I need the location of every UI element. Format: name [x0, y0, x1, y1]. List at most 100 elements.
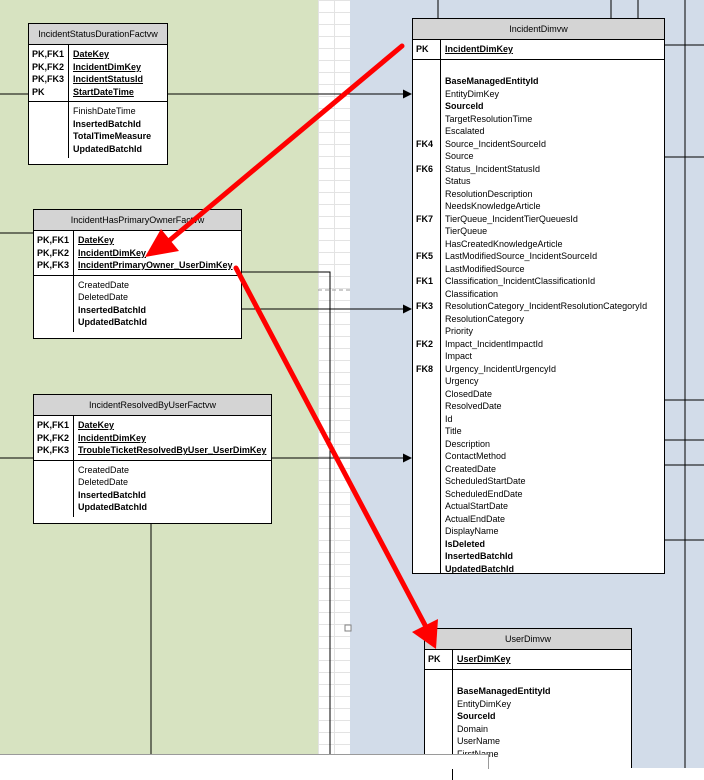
column-name: DeletedDate	[78, 477, 129, 487]
column-name: ActualEndDate	[445, 513, 506, 524]
column-name: FinishDateTime	[73, 106, 136, 116]
col-key-column	[29, 102, 69, 158]
column-name: TierQueue	[445, 226, 488, 236]
pk-column-name: IncidentDimKey	[73, 61, 142, 72]
pk-column-name: StartDateTime	[73, 86, 134, 97]
key-label: PK,FK3	[37, 260, 70, 270]
column-name: ResolutionCategory_IncidentResolutionCat…	[445, 301, 648, 311]
col-key-column	[34, 275, 74, 332]
column-name: TargetResolutionTime	[445, 113, 533, 124]
key-label: FK5	[416, 251, 434, 261]
column-name: ScheduledEndDate	[445, 488, 523, 499]
column-name: ResolutionDescription	[445, 188, 533, 199]
column-name: Priority	[445, 326, 474, 336]
pk-column-name: DateKey	[78, 235, 115, 245]
column-name: EntityDimKey	[457, 698, 512, 709]
column-name: UpdatedBatchId	[445, 563, 515, 574]
column-name: Urgency_IncidentUrgencyId	[445, 363, 557, 374]
column-name: InsertedBatchId	[78, 304, 147, 315]
column-name: Classification	[445, 288, 499, 299]
col-key-column	[34, 460, 74, 517]
pk-column-name: IncidentStatusId	[73, 74, 144, 84]
table-title: IncidentStatusDurationFactvw	[29, 24, 167, 45]
column-name: TotalTimeMeasure	[73, 131, 152, 141]
column-name: IsDeleted	[445, 538, 486, 549]
key-label: PK,FK3	[32, 74, 65, 84]
pk-column-name: IncidentDimKey	[445, 44, 514, 54]
key-label: FK8	[416, 363, 434, 374]
pk-column-name: UserDimKey	[457, 654, 511, 664]
col-key-column	[425, 669, 453, 780]
column-name: NeedsKnowledgeArticle	[445, 201, 541, 211]
column-name: Description	[445, 438, 491, 449]
canvas-grid-gap	[318, 0, 350, 768]
key-label: PK,FK1	[37, 235, 70, 245]
pk-column-name: DateKey	[73, 49, 110, 59]
column-name: Status_IncidentStatusId	[445, 163, 541, 174]
table-title: UserDimvw	[425, 629, 631, 650]
column-name: TierQueue_IncidentTierQueuesId	[445, 213, 578, 224]
column-name: UserName	[457, 736, 501, 746]
pk-column-name: IncidentPrimaryOwner_UserDimKey	[78, 260, 233, 270]
column-name: Title	[445, 426, 462, 436]
red-arrow-to-user-dim	[233, 265, 438, 649]
column-name: CreatedDate	[445, 463, 497, 474]
column-name: Classification_IncidentClassificationId	[445, 276, 596, 286]
column-name: Urgency	[445, 376, 479, 386]
red-arrow-to-primary-owner	[145, 43, 405, 257]
pk-section: PK UserDimKey	[425, 650, 631, 670]
column-name: Impact_IncidentImpactId	[445, 338, 544, 349]
horizontal-scrollbar[interactable]	[0, 754, 489, 769]
column-name: DisplayName	[445, 526, 499, 536]
key-label: PK,FK1	[32, 49, 65, 59]
pk-column-name: IncidentDimKey	[78, 432, 147, 443]
column-name: Source_IncidentSourceId	[445, 138, 547, 149]
pk-column-name: TroubleTicketResolvedByUser_UserDimKey	[78, 445, 267, 455]
column-name: DeletedDate	[78, 292, 129, 302]
column-name: BaseManagedEntityId	[445, 76, 539, 86]
key-label: PK	[416, 44, 429, 54]
column-name: SourceId	[445, 101, 484, 111]
pk-column-name: DateKey	[78, 420, 115, 430]
column-name: InsertedBatchId	[445, 551, 514, 561]
table-user-dim[interactable]: UserDimvw PK UserDimKey BaseManagedEntit…	[424, 628, 632, 780]
pk-name-column: UserDimKey	[453, 650, 631, 669]
column-name: ClosedDate	[445, 388, 493, 399]
column-name: Domain	[457, 723, 489, 734]
key-label: PK	[32, 86, 45, 97]
column-name: HasCreatedKnowledgeArticle	[445, 238, 563, 249]
table-title: IncidentResolvedByUserFactvw	[34, 395, 271, 416]
column-name: SourceId	[457, 711, 496, 721]
table-title: IncidentDimvw	[413, 19, 664, 40]
column-name: ResolvedDate	[445, 401, 502, 411]
column-name: Id	[445, 413, 453, 424]
column-name: ScheduledStartDate	[445, 476, 526, 486]
column-name: CreatedDate	[78, 279, 130, 290]
column-name: UpdatedBatchId	[78, 317, 148, 327]
column-name: Impact	[445, 351, 473, 361]
key-label: FK7	[416, 213, 434, 224]
column-name: UpdatedBatchId	[73, 143, 143, 154]
key-label: FK1	[416, 276, 434, 286]
column-name: ContactMethod	[445, 451, 507, 461]
column-name: LastModifiedSource	[445, 263, 525, 274]
column-name: InsertedBatchId	[78, 489, 147, 500]
